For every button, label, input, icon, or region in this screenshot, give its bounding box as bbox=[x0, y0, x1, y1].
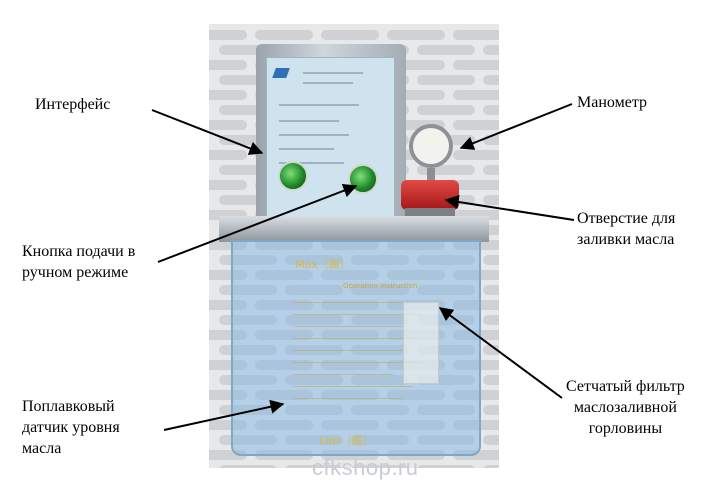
label-float-sensor-line-2: датчик уровня bbox=[22, 419, 120, 436]
panel-slot bbox=[483, 195, 499, 205]
nameplate-text-line bbox=[279, 162, 344, 164]
gauge-stem bbox=[427, 168, 435, 182]
nameplate-text-line bbox=[279, 148, 334, 150]
panel-slot bbox=[453, 90, 499, 100]
instruction-text-line bbox=[293, 398, 403, 399]
mesh-filter bbox=[403, 302, 439, 384]
power-indicator-button bbox=[278, 161, 308, 191]
tank-low-mark: Low（底） bbox=[319, 434, 374, 447]
operation-instruction-title: Operation Instruction bbox=[343, 282, 418, 290]
panel-slot bbox=[351, 465, 409, 468]
panel-slot bbox=[483, 405, 499, 415]
instruction-text-line bbox=[293, 314, 423, 315]
fill-cap bbox=[401, 180, 459, 210]
label-mesh-filter-line-3: горловины bbox=[588, 420, 663, 437]
label-float-sensor: Поплавковый датчик уровня масла bbox=[22, 396, 120, 459]
panel-slot bbox=[483, 435, 499, 445]
instruction-text-line bbox=[293, 350, 408, 351]
panel-slot bbox=[209, 120, 247, 130]
panel-slot bbox=[219, 75, 277, 85]
panel-slot bbox=[453, 30, 499, 40]
panel-slot bbox=[321, 30, 379, 40]
label-float-sensor-line-3: масла bbox=[22, 440, 62, 457]
pressure-gauge bbox=[409, 124, 453, 168]
panel-slot bbox=[387, 30, 445, 40]
nameplate-text-line bbox=[279, 134, 349, 136]
panel-slot bbox=[209, 390, 247, 400]
panel-slot bbox=[209, 330, 247, 340]
panel-slot bbox=[209, 150, 247, 160]
instruction-text-line bbox=[293, 326, 403, 327]
label-fill-hole-line-1: Отверстие для bbox=[577, 210, 676, 227]
panel-slot bbox=[219, 45, 277, 55]
label-float-sensor-line-1: Поплавковый bbox=[22, 398, 115, 415]
panel-slot bbox=[483, 465, 499, 468]
label-manual-button-line-2: ручном режиме bbox=[22, 264, 129, 281]
label-interface: Интерфейс bbox=[35, 96, 111, 113]
panel-slot bbox=[209, 270, 247, 280]
panel-slot bbox=[417, 105, 475, 115]
panel-slot bbox=[209, 90, 247, 100]
panel-slot bbox=[453, 60, 499, 70]
panel-slot bbox=[285, 465, 343, 468]
label-mesh-filter-line-2: маслозаливной bbox=[573, 399, 677, 416]
label-fill-hole-line-2: заливки масла bbox=[577, 231, 675, 248]
panel-slot bbox=[387, 120, 445, 130]
panel-slot bbox=[483, 315, 499, 325]
label-mesh-filter-line-1: Сетчатый фильтр bbox=[566, 378, 685, 395]
nameplate bbox=[266, 57, 395, 217]
panel-slot bbox=[387, 60, 445, 70]
nameplate-text-line bbox=[279, 120, 339, 122]
panel-slot bbox=[219, 165, 277, 175]
panel-slot bbox=[387, 90, 445, 100]
instruction-text-line bbox=[293, 374, 393, 375]
panel-slot bbox=[483, 345, 499, 355]
panel-slot bbox=[209, 60, 247, 70]
panel-slot bbox=[483, 135, 499, 145]
panel-slot bbox=[483, 75, 499, 85]
panel-slot bbox=[453, 120, 499, 130]
instruction-text-line bbox=[293, 302, 413, 303]
manual-feed-button bbox=[348, 164, 378, 194]
panel-slot bbox=[417, 465, 475, 468]
instruction-text-line bbox=[293, 338, 418, 339]
label-manual-button: Кнопка подачи в ручном режиме bbox=[22, 241, 135, 283]
panel-slot bbox=[453, 450, 499, 460]
nameplate-text-line bbox=[303, 82, 353, 84]
panel-slot bbox=[483, 165, 499, 175]
panel-slot bbox=[209, 180, 247, 190]
panel-slot bbox=[483, 255, 499, 265]
lubricator-photo: Max（高） Operation Instruction Low（底） bbox=[209, 24, 499, 468]
panel-slot bbox=[483, 375, 499, 385]
panel-slot bbox=[255, 30, 313, 40]
panel-slot bbox=[219, 465, 277, 468]
nameplate-text-line bbox=[279, 104, 359, 106]
tank-max-mark: Max（高） bbox=[295, 258, 351, 271]
panel-slot bbox=[483, 105, 499, 115]
panel-slot bbox=[209, 360, 247, 370]
label-manual-button-line-1: Кнопка подачи в bbox=[22, 243, 136, 260]
label-manometer: Манометр bbox=[577, 94, 647, 111]
label-mesh-filter: Сетчатый фильтр маслозаливной горловины bbox=[566, 376, 685, 439]
panel-slot bbox=[453, 180, 499, 190]
watermark: cfkshop.ru bbox=[312, 455, 419, 480]
panel-slot bbox=[483, 285, 499, 295]
panel-slot bbox=[209, 300, 247, 310]
nameplate-text-line bbox=[303, 72, 363, 74]
panel-slot bbox=[453, 150, 499, 160]
instruction-text-line bbox=[293, 362, 423, 363]
label-fill-hole: Отверстие для заливки масла bbox=[577, 208, 675, 250]
brand-logo bbox=[272, 68, 290, 78]
panel-slot bbox=[483, 45, 499, 55]
panel-slot bbox=[417, 165, 475, 175]
panel-slot bbox=[483, 225, 499, 235]
instruction-text-line bbox=[293, 386, 413, 387]
tank-flange bbox=[219, 216, 489, 242]
panel-slot bbox=[209, 450, 247, 460]
panel-slot bbox=[209, 30, 247, 40]
panel-slot bbox=[417, 75, 475, 85]
panel-slot bbox=[417, 45, 475, 55]
oil-tank: Max（高） Operation Instruction Low（底） bbox=[231, 240, 481, 456]
